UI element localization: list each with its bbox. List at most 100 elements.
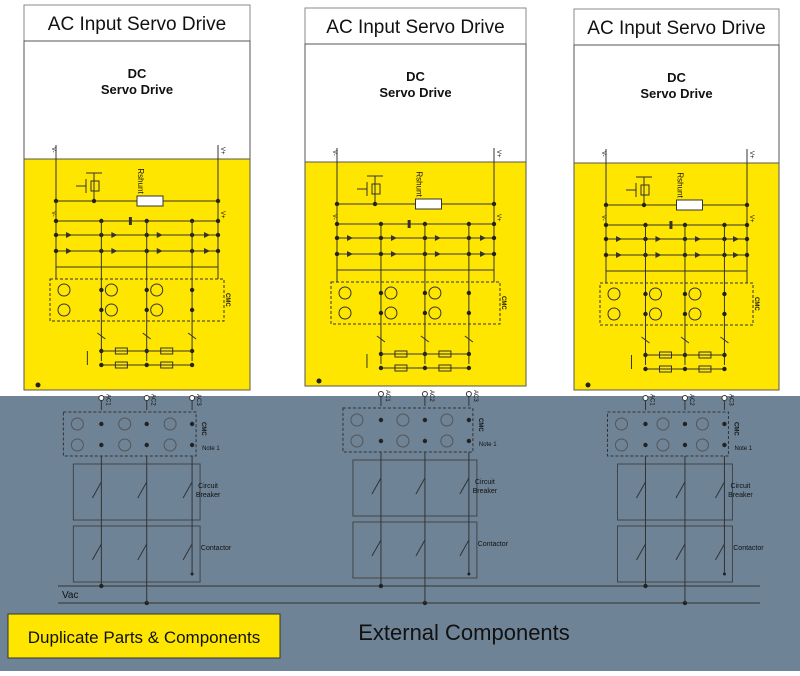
external-cmc-coil — [163, 417, 177, 431]
contactor-switch — [636, 543, 646, 561]
duplicate-parts-legend-label: Duplicate Parts & Components — [28, 628, 260, 647]
junction-dot — [491, 235, 497, 241]
varistor — [114, 347, 128, 355]
v-plus-label-lower: V+ — [219, 211, 225, 219]
junction-dot — [422, 365, 428, 371]
note-1-label: Note 1 — [479, 442, 497, 448]
external-cmc-label: CMC — [200, 422, 206, 436]
external-cmc-coil — [656, 438, 670, 452]
rectifier-diode — [204, 248, 210, 254]
v-minus-label-lower: V- — [50, 211, 56, 217]
dc-bus-capacitor — [128, 217, 132, 225]
external-cmc-block — [342, 407, 474, 453]
v-plus-label: V+ — [495, 150, 501, 158]
ground-pin — [585, 382, 591, 388]
junction-dot — [682, 311, 688, 317]
junction-dot — [144, 307, 149, 313]
rectifier-diode — [111, 232, 118, 238]
ac-pin-label: AC1 — [384, 390, 390, 402]
dc-label-line2: Servo Drive — [640, 86, 712, 101]
breaker-switch — [371, 477, 382, 495]
junction-dot — [491, 251, 497, 257]
rectifier-diode — [347, 235, 353, 241]
external-cmc-coil — [396, 413, 410, 427]
cmc-coil — [688, 307, 702, 321]
cmc-filter-block — [49, 278, 225, 322]
v-minus-label: V- — [50, 147, 56, 153]
cmc-coil — [57, 303, 71, 317]
breaker-switch — [415, 477, 426, 495]
junction-dot — [643, 366, 648, 372]
breaker-switch — [675, 481, 686, 499]
junction-dot — [682, 291, 688, 297]
varistor — [394, 350, 408, 358]
junction-dot — [189, 362, 195, 368]
rectifier-diode — [480, 235, 486, 241]
junction-dot — [372, 201, 378, 207]
contactor-box — [352, 521, 478, 579]
varistor — [438, 350, 452, 358]
junction-dot — [144, 287, 149, 293]
rshunt-label: Rshunt — [136, 168, 145, 194]
junction-dot — [215, 232, 221, 238]
external-cmc-coil — [656, 417, 670, 431]
cmc-coil — [607, 307, 621, 321]
varistor — [698, 365, 712, 373]
varistor — [394, 364, 408, 372]
junction-dot — [467, 572, 471, 576]
junction-dot — [190, 572, 194, 576]
ac-pin-1 — [377, 391, 384, 397]
junction-dot — [189, 442, 195, 448]
braking-transistor — [640, 184, 650, 196]
contactor-switch — [137, 543, 148, 561]
external-cmc-label: CMC — [732, 422, 738, 436]
junction-dot — [334, 235, 340, 241]
junction-dot — [466, 290, 472, 296]
circuit-breaker-box — [616, 463, 733, 521]
rectifier-diode — [694, 236, 701, 242]
dc-servo-drive-box — [23, 40, 251, 160]
rectifier-diode — [111, 248, 118, 254]
junction-dot — [682, 366, 688, 372]
ground-pin — [35, 382, 41, 388]
external-cmc-coil — [70, 417, 84, 431]
junction-dot — [189, 421, 195, 427]
varistor — [160, 347, 174, 355]
junction-dot — [643, 291, 648, 297]
varistor — [114, 361, 128, 369]
external-cmc-coil — [440, 413, 454, 427]
contactor-label: Contactor — [201, 545, 232, 552]
junction-dot — [99, 307, 104, 313]
junction-dot — [422, 310, 428, 316]
v-minus-label: V- — [600, 151, 606, 157]
cmc-coil — [338, 286, 352, 300]
v-plus-label: V+ — [219, 147, 225, 155]
junction-dot — [189, 287, 195, 293]
external-cmc-coil — [118, 417, 132, 431]
junction-dot — [144, 421, 149, 427]
dc-label-line1: DC — [128, 66, 147, 81]
varistor — [160, 361, 174, 369]
junction-dot — [99, 421, 104, 427]
ground-pin — [316, 378, 322, 384]
circuit-breaker-label-line1: Circuit — [475, 479, 495, 486]
junction-dot — [53, 218, 59, 224]
external-cmc-coil — [695, 417, 709, 431]
external-cmc-coil — [614, 417, 628, 431]
rectifier-diode — [694, 252, 701, 258]
rectifier-diode — [347, 251, 353, 257]
note-1-label: Note 1 — [202, 446, 220, 452]
circuit-breaker-label-line2: Breaker — [196, 492, 221, 499]
ac-pin-2 — [681, 395, 688, 401]
ac-pin-label: AC1 — [648, 394, 654, 406]
ac-pin-3 — [189, 395, 196, 401]
surge-suppressor — [680, 336, 690, 344]
rectifier-diode — [66, 248, 72, 254]
contactor-box — [616, 525, 733, 583]
external-cmc-coil — [350, 413, 364, 427]
rectifier-diode — [434, 235, 441, 241]
junction-dot — [643, 311, 648, 317]
breaker-switch — [182, 481, 193, 499]
ac-pin-label: AC2 — [688, 394, 694, 406]
